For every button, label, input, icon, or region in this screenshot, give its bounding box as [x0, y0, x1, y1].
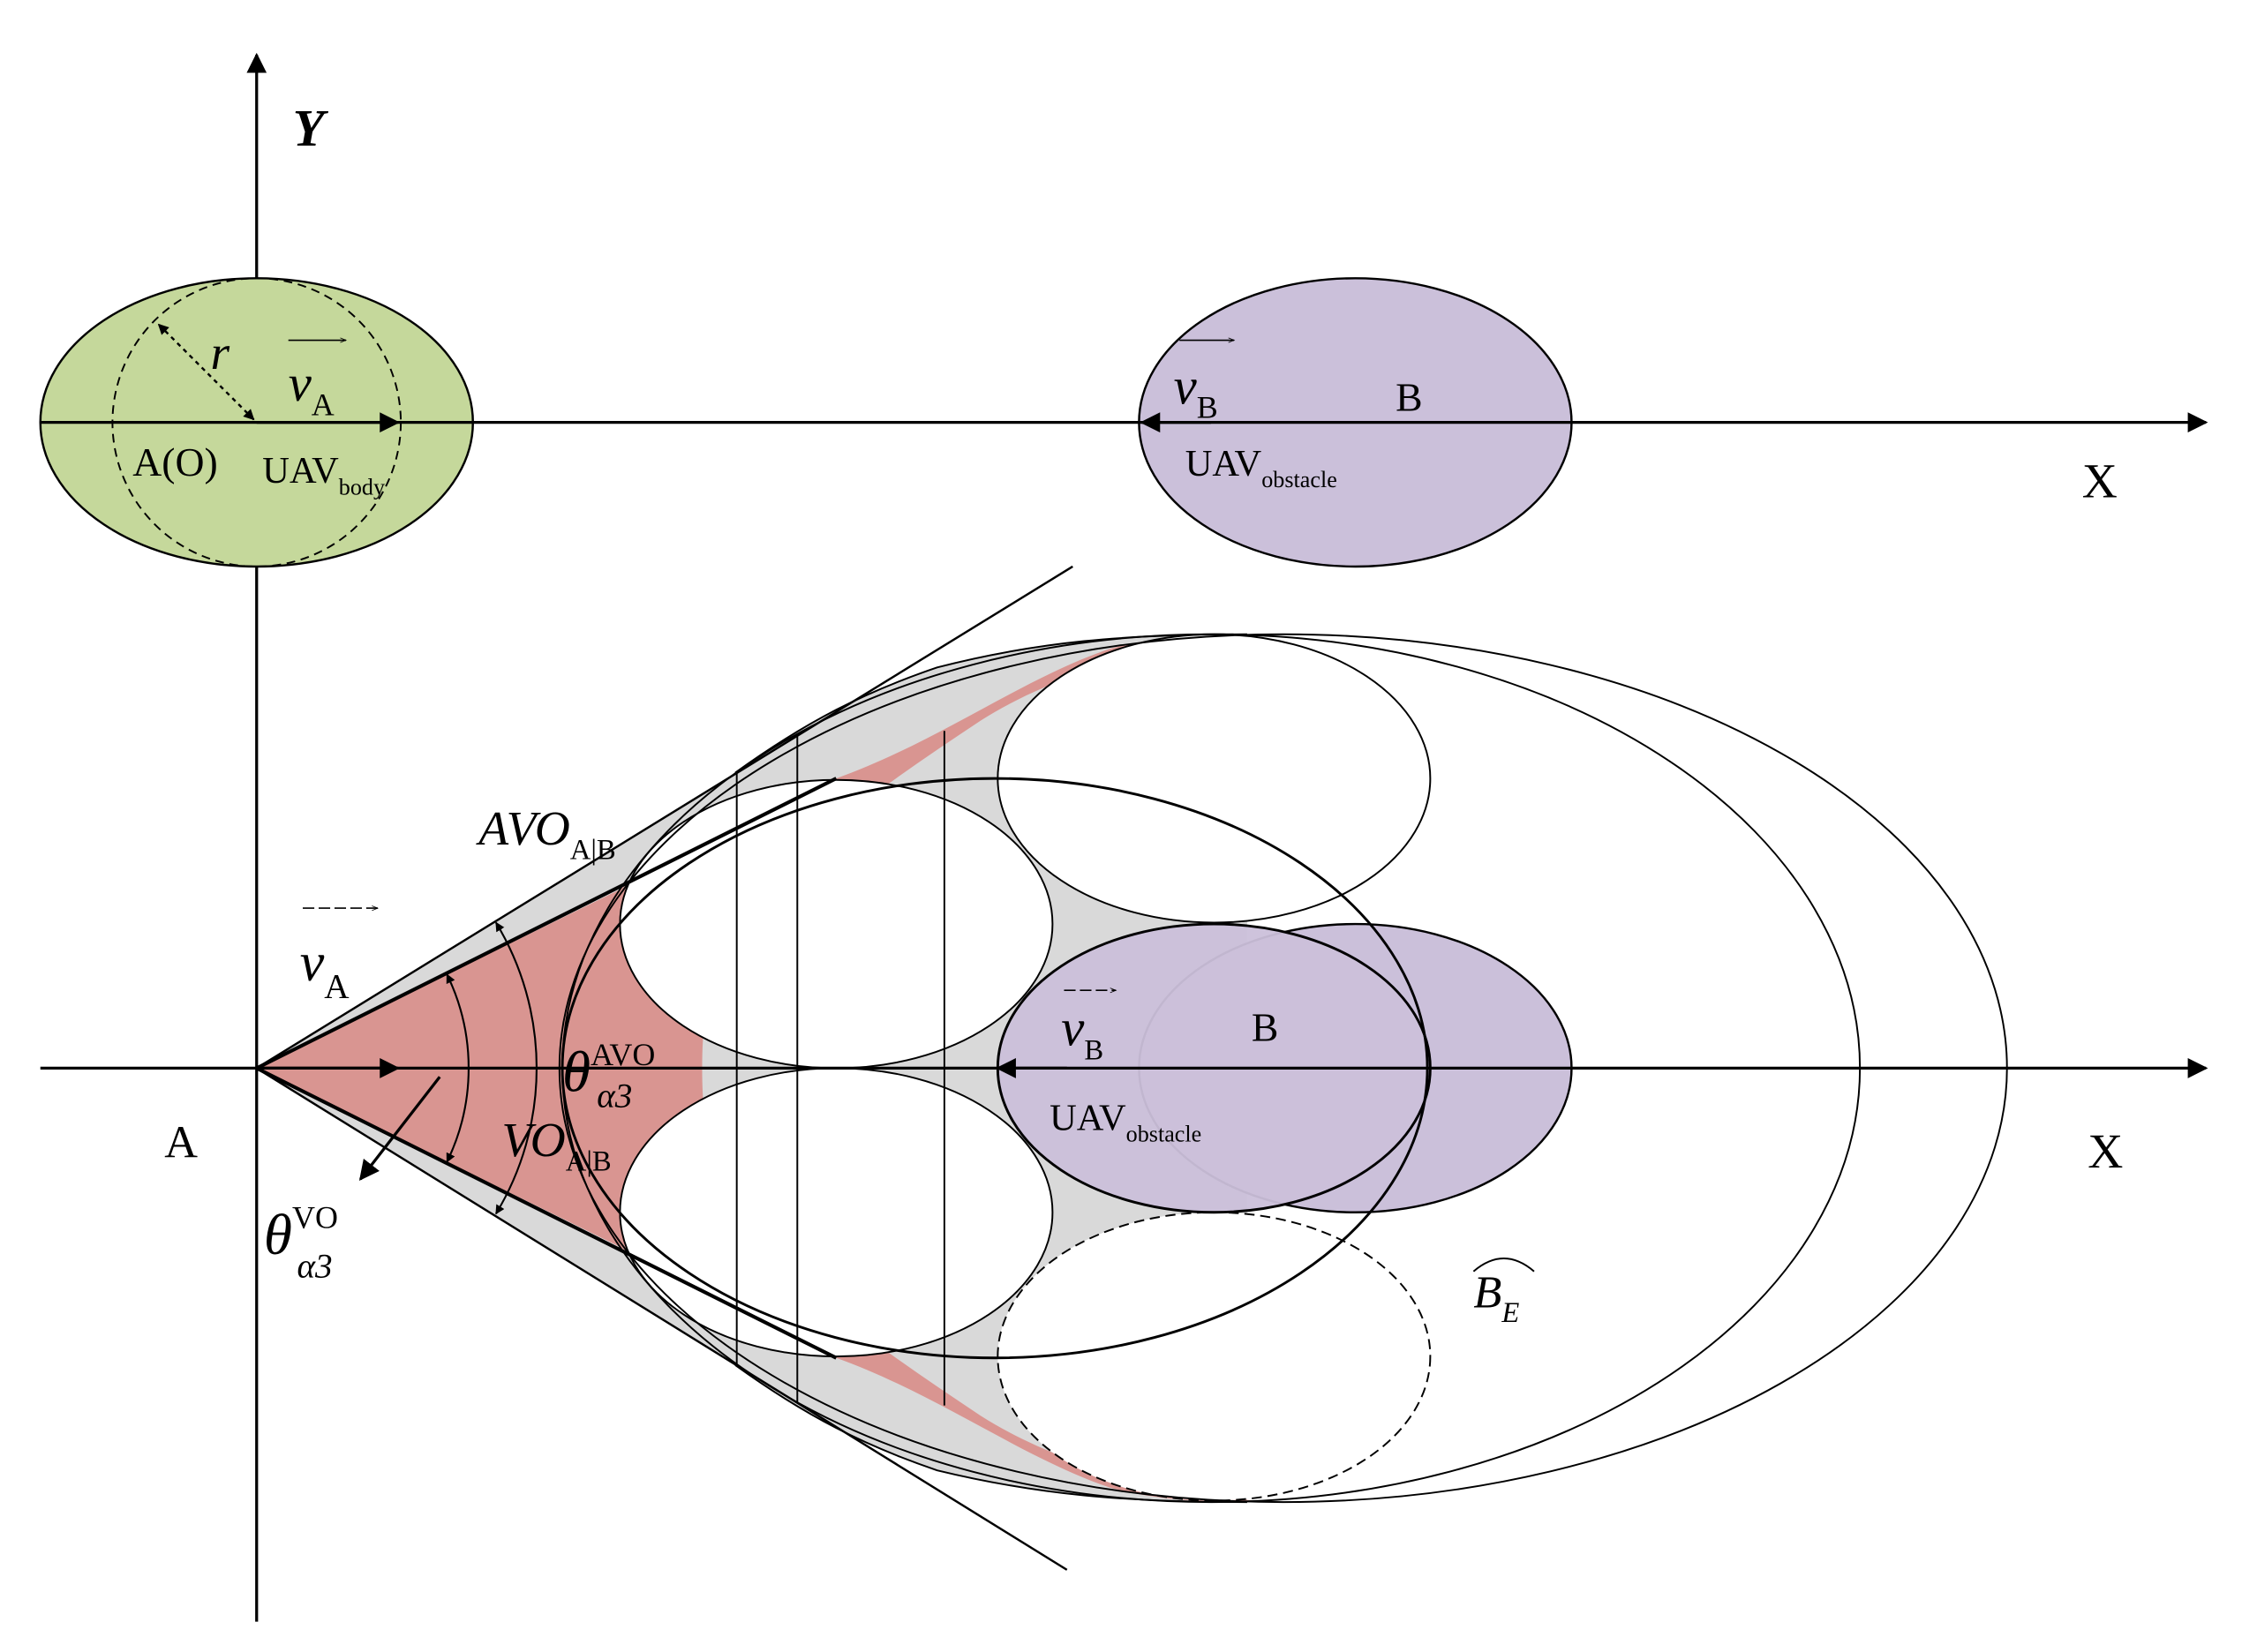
- avoidance-vector-arrow: [358, 1076, 441, 1182]
- radius-label: r: [210, 327, 229, 380]
- expanded-region-hat: [1472, 1258, 1535, 1273]
- avo-label: AVOA|B: [475, 802, 615, 866]
- x-axis-bottom-label: X: [2088, 1125, 2123, 1179]
- avo-cone-lower: [256, 1067, 1068, 1571]
- origin-label: A(O): [132, 439, 217, 484]
- uav-obstacle-bottom-name: UAVobstacle: [1050, 1098, 1201, 1147]
- y-axis-label: Y: [293, 100, 329, 157]
- velocity-a-bottom-label: vA: [300, 933, 350, 1006]
- theta-vo-subscript: α3: [297, 1247, 332, 1285]
- velocity-b-top-label: vB: [1174, 357, 1218, 424]
- vo-label: VOA|B: [501, 1114, 611, 1177]
- velocity-b-bottom-label: vB: [1061, 999, 1103, 1066]
- avo-cone-upper: [256, 565, 1073, 1070]
- obstacle-top-label: B: [1396, 375, 1423, 420]
- dummy-circle-upper-right: [997, 633, 1432, 924]
- uav-obstacle-top-name: UAVobstacle: [1185, 443, 1337, 492]
- velocity-a-top-label: vA: [289, 355, 335, 422]
- x-axis-top-label: X: [2082, 455, 2118, 509]
- envelope-curve-upper: [734, 633, 1247, 774]
- uav-body-name: UAVbody: [262, 450, 385, 499]
- vo-cone-lower: [255, 1066, 838, 1360]
- theta-vo-arc: [446, 973, 470, 1163]
- vo-cone-upper: [255, 777, 838, 1070]
- theta-avo-subscript: α3: [597, 1078, 632, 1115]
- envelope-curve-lower: [734, 1364, 1247, 1504]
- obstacle-bottom-label: B: [1252, 1004, 1279, 1049]
- dummy-circle-lower-right-dashed: [997, 1211, 1432, 1502]
- expanded-region-label: BE: [1473, 1267, 1519, 1329]
- theta-vo-label: θVO: [264, 1200, 338, 1267]
- theta-avo-arc: [494, 921, 538, 1215]
- theta-avo-label: θAVO: [562, 1037, 655, 1104]
- origin-a-label: A: [164, 1117, 198, 1168]
